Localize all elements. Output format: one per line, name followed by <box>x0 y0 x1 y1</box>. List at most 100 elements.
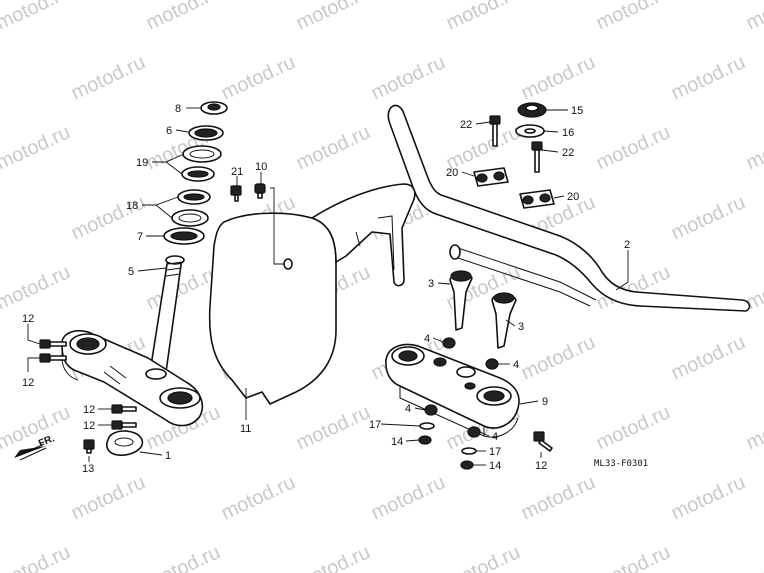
watermark-text: motod.ru <box>743 0 764 35</box>
washer-16 <box>515 124 545 138</box>
watermark-text: motod.ru <box>293 541 374 573</box>
pinch-bolt-left-a <box>39 339 67 349</box>
watermark-text: motod.ru <box>443 541 524 573</box>
collar-10 <box>254 183 266 199</box>
callout-12-d: 12 <box>83 420 95 432</box>
callout-labels: 8 6 19 18 7 5 21 10 15 22 16 22 20 20 2 … <box>22 103 630 475</box>
callout-12-a: 12 <box>22 313 34 325</box>
bearing-19-upper <box>181 145 222 182</box>
callout-8: 8 <box>175 103 181 115</box>
watermark-text: motod.ru <box>593 401 674 454</box>
watermark-text: motod.ru <box>668 51 749 104</box>
callout-17-right: 17 <box>489 446 501 458</box>
washer-17-a <box>419 422 435 430</box>
watermark-text: motod.ru <box>443 0 524 35</box>
callout-14-left: 14 <box>391 436 403 448</box>
watermark-text: motod.ru <box>518 471 599 524</box>
callout-12-e: 12 <box>535 460 547 472</box>
pinch-bolt-left-d <box>111 420 137 430</box>
watermark-text: motod.ru <box>218 471 299 524</box>
callout-18: 18 <box>126 200 138 212</box>
callout-9: 9 <box>542 396 548 408</box>
callout-14-right: 14 <box>489 460 501 472</box>
watermark-text: motod.ru <box>668 331 749 384</box>
callout-2: 2 <box>624 239 630 251</box>
watermark-text: motod.ru <box>0 261 74 314</box>
bottom-bridge <box>61 330 204 427</box>
watermark-text: motod.ru <box>293 401 374 454</box>
callout-4-upper-right: 4 <box>513 359 519 371</box>
callout-3-right: 3 <box>518 321 524 333</box>
callout-12-b: 12 <box>22 377 34 389</box>
watermark-text: motod.ru <box>368 51 449 104</box>
watermark-text: motod.ru <box>68 51 149 104</box>
watermark-text: motod.ru <box>518 331 599 384</box>
pinch-bolt-right <box>533 431 553 452</box>
dust-seal-7 <box>163 227 205 245</box>
stem-nut-8 <box>200 101 228 115</box>
watermark-text: motod.ru <box>0 401 74 454</box>
callout-20-right: 20 <box>567 191 579 203</box>
watermark-text: motod.ru <box>518 51 599 104</box>
callout-13: 13 <box>82 463 94 475</box>
watermark-text: motod.ru <box>593 541 674 573</box>
nut-14-b <box>460 460 474 470</box>
front-direction-arrow <box>14 443 47 461</box>
watermark-text: motod.ru <box>0 121 74 174</box>
watermark-text: motod.ru <box>743 541 764 573</box>
watermark-text: motod.ru <box>743 401 764 454</box>
callout-11: 11 <box>240 423 251 435</box>
pinch-bolt-left-c <box>111 404 137 414</box>
diagram-code: ML33-F0301 <box>594 459 648 469</box>
handlebar-holder-right <box>491 292 517 349</box>
number-plate <box>208 183 416 405</box>
nut-4-a <box>442 337 456 349</box>
adjuster-nut-6 <box>188 125 224 141</box>
callout-17-left: 17 <box>369 419 381 431</box>
clamp-bolt-right <box>531 141 543 173</box>
watermark-text: motod.ru <box>0 0 74 35</box>
callout-20-left: 20 <box>446 167 458 179</box>
callout-3-left: 3 <box>428 278 434 290</box>
callout-1: 1 <box>165 450 171 462</box>
upper-clamp-left <box>473 167 509 187</box>
watermark-text: motod.ru <box>293 0 374 35</box>
callout-22-upper: 22 <box>460 119 472 131</box>
watermark-text: motod.ru <box>668 471 749 524</box>
upper-clamp-right <box>519 189 555 209</box>
callout-12-c: 12 <box>83 404 95 416</box>
handlebar-holder-left <box>449 270 473 331</box>
bearing-18-lower <box>171 189 211 227</box>
callout-4-lower-left: 4 <box>405 403 411 415</box>
callout-21: 21 <box>231 166 243 178</box>
callout-7: 7 <box>137 231 143 243</box>
pinch-bolt-left-b <box>39 353 67 363</box>
bolt-13 <box>83 439 95 454</box>
clamp-bolt-left <box>489 115 501 147</box>
callout-4-lower-right: 4 <box>492 431 498 443</box>
nut-4-c <box>424 404 438 416</box>
callout-10: 10 <box>255 161 267 173</box>
callout-4-upper-left: 4 <box>424 333 430 345</box>
nut-14-a <box>418 435 432 445</box>
callout-5: 5 <box>128 266 134 278</box>
handlebar <box>387 104 751 312</box>
callout-16: 16 <box>562 127 574 139</box>
washer-17-b <box>461 447 477 455</box>
watermark-text: motod.ru <box>143 541 224 573</box>
watermark-text: motod.ru <box>743 121 764 174</box>
nut-4-d <box>467 426 481 438</box>
nut-4-b <box>485 358 499 370</box>
watermark-text: motod.ru <box>593 0 674 35</box>
watermark-text: motod.ru <box>143 0 224 35</box>
watermark-text: motod.ru <box>293 121 374 174</box>
watermark-text: motod.ru <box>668 191 749 244</box>
watermark-text: motod.ru <box>593 121 674 174</box>
callout-22-lower: 22 <box>562 147 574 159</box>
watermark-text: motod.ru <box>218 51 299 104</box>
steering-stem <box>149 255 185 373</box>
nut-15 <box>517 102 547 118</box>
